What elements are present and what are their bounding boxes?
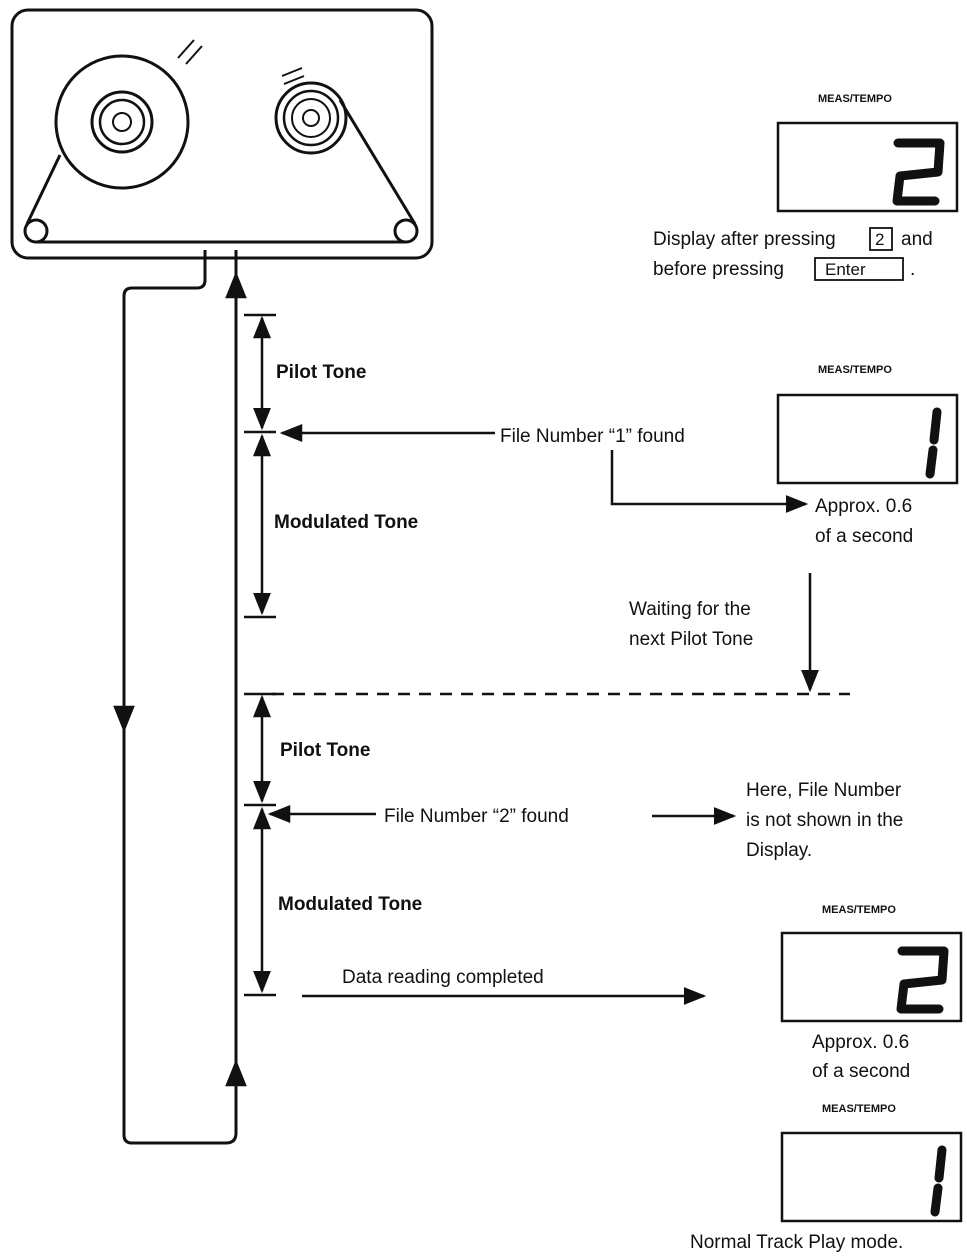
modulated-tone-label-1: Modulated Tone xyxy=(274,512,418,533)
here-line3: Display. xyxy=(746,840,812,861)
meas-tempo-label: MEAS/TEMPO xyxy=(818,93,892,105)
motion-marks-left xyxy=(178,40,202,64)
approx-1-line1: Approx. 0.6 xyxy=(815,496,912,517)
lcd-digit-2 xyxy=(897,143,940,201)
approx-2-line2: of a second xyxy=(812,1061,910,1082)
lcd-digit-2 xyxy=(901,951,944,1009)
before-enter-line1-b: and xyxy=(901,229,933,250)
pilot-tone-label-1: Pilot Tone xyxy=(276,362,366,383)
normal-mode-caption: Normal Track Play mode. xyxy=(690,1232,903,1253)
key-enter-label: Enter xyxy=(825,260,866,279)
data-complete-label: Data reading completed xyxy=(342,967,544,988)
motion-marks-right xyxy=(282,68,304,84)
key-2-label: 2 xyxy=(875,230,884,249)
here-line1: Here, File Number xyxy=(746,780,902,801)
takeup-reel xyxy=(276,83,346,153)
before-enter-line2-b: . xyxy=(910,259,915,280)
pilot-tone-label-2: Pilot Tone xyxy=(280,740,370,761)
cassette-shell xyxy=(12,10,432,258)
approx-1-line2: of a second xyxy=(815,526,913,547)
display-after-pressing-2: MEAS/TEMPO 2 xyxy=(0,0,957,211)
file2-found-label: File Number “2” found xyxy=(384,806,569,827)
approx-2-line1: Approx. 0.6 xyxy=(812,1032,909,1053)
file1-found-label: File Number “1” found xyxy=(500,426,685,447)
lcd-digit-1 xyxy=(935,1150,942,1212)
segment-markers xyxy=(244,315,276,995)
tape-loop xyxy=(124,250,236,1143)
before-enter-line2-a: before pressing xyxy=(653,259,784,280)
meas-tempo-label: MEAS/TEMPO xyxy=(822,904,896,916)
lcd-digit-1 xyxy=(930,412,937,474)
cassette xyxy=(12,10,432,258)
meas-tempo-label: MEAS/TEMPO xyxy=(818,364,892,376)
supply-reel xyxy=(56,56,188,188)
here-line2: is not shown in the xyxy=(746,810,903,831)
meas-tempo-label: MEAS/TEMPO xyxy=(822,1103,896,1115)
modulated-tone-label-2: Modulated Tone xyxy=(278,894,422,915)
before-enter-line1-a: Display after pressing xyxy=(653,229,836,250)
waiting-line2: next Pilot Tone xyxy=(629,629,753,650)
waiting-line1: Waiting for the xyxy=(629,599,751,620)
